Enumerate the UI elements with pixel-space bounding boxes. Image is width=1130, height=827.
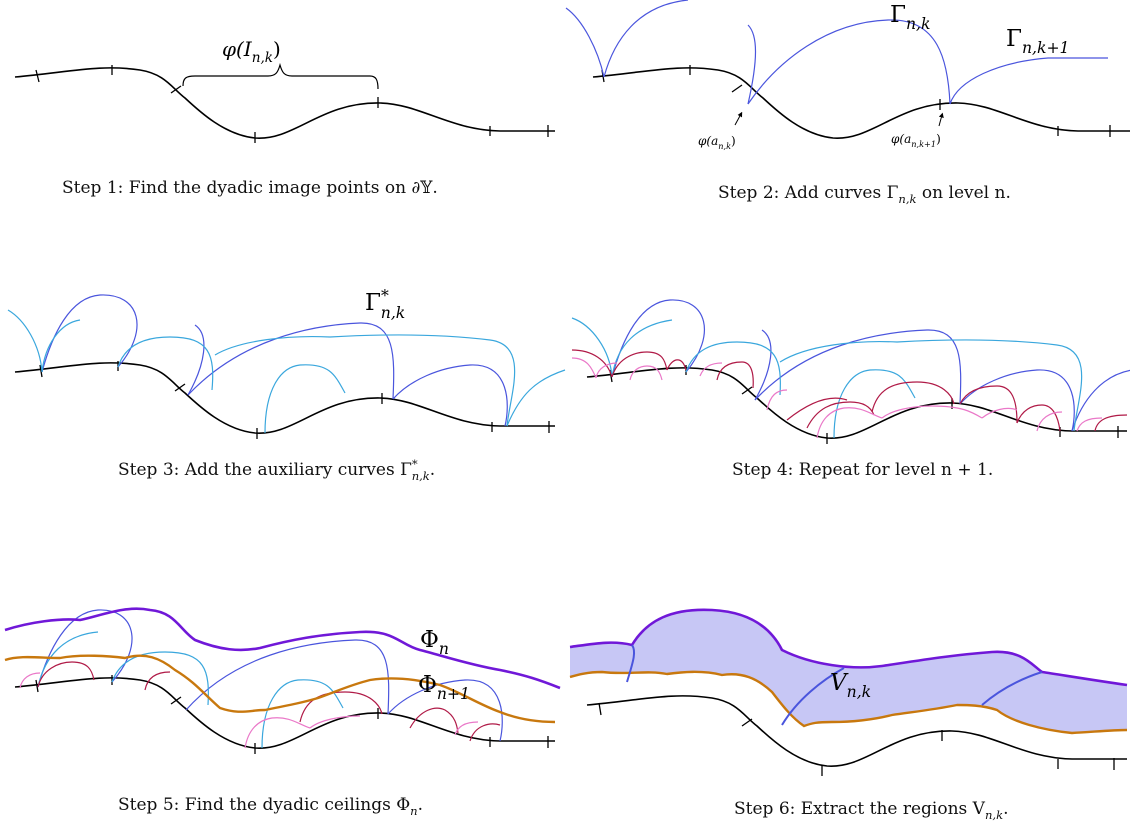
region-boundary-arc [981, 671, 1043, 706]
ceiling-phi-n [569, 608, 1128, 687]
caption-step3: Step 3: Add the auxiliary curves Γ*n,k. [118, 457, 435, 483]
dyadic-ticks [35, 65, 549, 143]
boundary-curve [14, 67, 556, 139]
region-V [570, 609, 1127, 733]
interval-brace [182, 62, 379, 90]
panel-step4: Step 4: Repeat for level n + 1. [571, 299, 1130, 480]
gamma-nk1-label: Γn,k+1 [1006, 26, 1070, 57]
panel-step5: Φn Φn+1 Step 5: Find the dyadic ceilings… [4, 607, 561, 818]
caption-step6: Step 6: Extract the regions Vn,k. [734, 799, 1008, 822]
auxiliary-n1-curves [571, 357, 1103, 439]
phi-a-nk-label: φ(an,k) [698, 134, 736, 151]
panel-step3: Γ*n,k Step 3: Add the auxiliary curves Γ… [7, 286, 566, 483]
dyadic-ticks [601, 65, 1111, 137]
level-n1-curves [571, 349, 1128, 432]
region-boundary-arc [781, 667, 845, 726]
level-n-curves [37, 609, 503, 742]
caption-step1: Step 1: Find the dyadic image points on … [62, 178, 438, 198]
phi-a-nk1-label: φ(an,k+1) [891, 132, 941, 149]
panel-step6: Vn,k Step 6: Extract the regions Vn,k. [569, 608, 1128, 822]
level-n-curves [41, 294, 508, 427]
boundary-curve [592, 67, 1130, 139]
caption-step2: Step 2: Add curves Γn,k on level n. [718, 183, 1011, 206]
gamma-nk-label: Γn,k [890, 2, 930, 33]
auxiliary-curves [571, 317, 1083, 439]
arrow-a-nk [734, 111, 743, 126]
ceiling-phi-n1 [4, 654, 556, 724]
panel-step2: Γn,k Γn,k+1 φ(an,k) φ(an,k+1) Step 2: Ad… [565, 0, 1130, 206]
dyadic-ticks [598, 702, 1115, 776]
caption-step5: Step 5: Find the dyadic ceilings Φn. [118, 795, 423, 818]
gamma-star-label: Γ*n,k [365, 286, 405, 322]
level-n1-curves [37, 661, 501, 742]
level-n-curves [611, 299, 1130, 432]
region-boundary-arc [626, 644, 636, 683]
boundary-curve [14, 677, 556, 749]
phi-I-label: φ(In,k) [222, 37, 281, 66]
V-nk-label: Vn,k [830, 670, 871, 701]
arrow-a-nk1 [938, 112, 944, 127]
auxiliary-curves [7, 309, 566, 434]
ceiling-phi-n1 [569, 670, 1128, 735]
panel-step1: φ(In,k) Step 1: Find the dyadic image po… [14, 37, 556, 198]
caption-step4: Step 4: Repeat for level n + 1. [732, 460, 993, 480]
Phi-n-label: Φn [420, 627, 449, 658]
ceiling-phi-n [4, 607, 561, 690]
dyadic-ticks [39, 361, 550, 439]
Phi-n1-label: Φn+1 [418, 672, 470, 703]
auxiliary-n1-curves [19, 672, 479, 749]
boundary-curve [14, 362, 556, 434]
dyadic-ticks [35, 675, 549, 754]
auxiliary-curves [37, 631, 344, 749]
level-n-curves [565, 0, 1108, 105]
